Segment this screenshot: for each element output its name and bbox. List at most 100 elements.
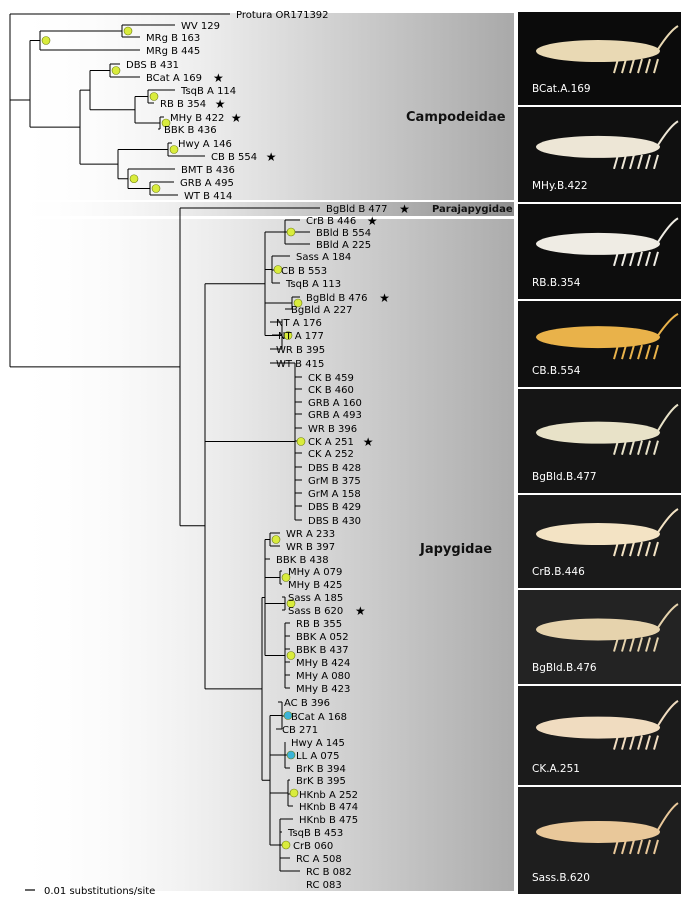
taxon-label: AC B 396 bbox=[284, 698, 330, 709]
support-node-marker bbox=[297, 438, 305, 446]
taxon-label: TsqB B 453 bbox=[287, 828, 343, 839]
taxon-label: RB B 354 bbox=[160, 99, 206, 110]
family-label-japygidae: Japygidae bbox=[419, 542, 492, 557]
taxon-label: BBld A 225 bbox=[316, 240, 371, 251]
taxon-label: BgBld A 227 bbox=[291, 305, 352, 316]
taxon-label: WT B 415 bbox=[276, 359, 324, 370]
taxon-label: RC A 508 bbox=[296, 854, 342, 865]
taxon-label: CB B 554 bbox=[211, 152, 257, 163]
taxon-label: DBS B 431 bbox=[126, 60, 179, 71]
specimen-caption: RB.B.354 bbox=[532, 277, 580, 289]
taxon-label: MHy A 080 bbox=[296, 671, 350, 682]
star-icon: ★ bbox=[213, 71, 224, 85]
taxon-label: TsqB A 114 bbox=[180, 86, 236, 97]
taxon-label: WR B 395 bbox=[276, 345, 325, 356]
specimen-caption: CrB.B.446 bbox=[532, 566, 585, 578]
support-node-marker bbox=[290, 789, 298, 797]
taxon-label: BBK A 052 bbox=[296, 632, 349, 643]
taxon-label: MHy A 079 bbox=[288, 567, 342, 578]
taxon-label: CK A 251 bbox=[308, 437, 354, 448]
specimen-photo: CB.B.554 bbox=[518, 301, 681, 387]
taxon-label: MHy B 422 bbox=[170, 113, 224, 124]
support-node-marker bbox=[282, 841, 290, 849]
specimen-caption: BgBld.B.476 bbox=[532, 662, 597, 674]
taxon-label: BBld B 554 bbox=[316, 228, 371, 239]
taxon-label: GRB A 495 bbox=[180, 178, 234, 189]
scale-bar-label: 0.01 substitutions/site bbox=[44, 886, 155, 895]
support-node-marker bbox=[287, 751, 295, 759]
campodeidae-box bbox=[10, 13, 514, 200]
taxon-label: WT B 414 bbox=[184, 191, 232, 202]
taxon-label: DBS B 430 bbox=[308, 516, 361, 527]
support-node-marker bbox=[287, 228, 295, 236]
taxon-label: WV 129 bbox=[181, 21, 220, 32]
taxon-label: GrM A 158 bbox=[308, 489, 361, 500]
taxon-label: MHy B 423 bbox=[296, 684, 350, 695]
taxon-label: Sass A 184 bbox=[296, 252, 351, 263]
taxon-label: BBK B 438 bbox=[276, 555, 329, 566]
taxon-label: CK B 460 bbox=[308, 385, 354, 396]
specimen-caption: CK.A.251 bbox=[532, 763, 580, 775]
taxon-label: CB B 553 bbox=[281, 266, 327, 277]
support-node-marker bbox=[42, 37, 50, 45]
specimen-caption: BgBld.B.477 bbox=[532, 471, 597, 483]
taxon-label: CB 271 bbox=[282, 725, 318, 736]
taxon-label: MHy B 424 bbox=[296, 658, 350, 669]
taxon-label: Hwy A 145 bbox=[291, 738, 345, 749]
taxon-label: BgBld B 476 bbox=[306, 293, 368, 304]
star-icon: ★ bbox=[399, 202, 410, 216]
support-node-marker bbox=[272, 536, 280, 544]
specimen-caption: Sass.B.620 bbox=[532, 872, 590, 884]
star-icon: ★ bbox=[215, 97, 226, 111]
taxon-label: HKnb B 475 bbox=[299, 815, 358, 826]
specimen-photo: BCat.A.169 bbox=[518, 12, 681, 105]
star-icon: ★ bbox=[367, 214, 378, 228]
star-icon: ★ bbox=[363, 435, 374, 449]
taxon-label: NT A 176 bbox=[276, 318, 322, 329]
taxon-label: RC B 082 bbox=[306, 867, 352, 878]
support-node-marker bbox=[150, 93, 158, 101]
star-icon: ★ bbox=[266, 150, 277, 164]
family-label-campodeidae: Campodeidae bbox=[406, 110, 506, 125]
specimen-caption: CB.B.554 bbox=[532, 365, 580, 377]
taxon-label: LL A 075 bbox=[296, 751, 339, 762]
specimen-photo: Sass.B.620 bbox=[518, 787, 681, 894]
taxon-label: MHy B 425 bbox=[288, 580, 342, 591]
support-node-marker bbox=[287, 652, 295, 660]
support-node-marker bbox=[112, 67, 120, 75]
taxon-label: WR A 233 bbox=[286, 529, 335, 540]
specimen-photo: RB.B.354 bbox=[518, 204, 681, 299]
taxon-label: BrK B 394 bbox=[296, 764, 346, 775]
taxon-label: Hwy A 146 bbox=[178, 139, 232, 150]
taxon-label: BCat A 169 bbox=[146, 73, 202, 84]
taxon-label: BCat A 168 bbox=[291, 712, 347, 723]
taxon-label: BBK B 437 bbox=[296, 645, 349, 656]
taxon-label: CK B 459 bbox=[308, 373, 354, 384]
taxon-label: BrK B 395 bbox=[296, 776, 346, 787]
taxon-label: DBS B 429 bbox=[308, 502, 361, 513]
taxon-label: DBS B 428 bbox=[308, 463, 361, 474]
taxon-label: CrB 060 bbox=[293, 841, 333, 852]
taxon-label: CK A 252 bbox=[308, 449, 354, 460]
taxon-label: HKnb B 474 bbox=[299, 802, 358, 813]
taxon-label: Protura OR171392 bbox=[236, 10, 329, 21]
taxon-label: NT A 177 bbox=[278, 331, 324, 342]
taxon-label: BgBld B 477 bbox=[326, 204, 388, 215]
specimen-photo: CK.A.251 bbox=[518, 686, 681, 785]
taxon-label: CrB B 446 bbox=[306, 216, 356, 227]
specimen-caption: MHy.B.422 bbox=[532, 180, 588, 192]
support-node-marker bbox=[124, 27, 132, 35]
star-icon: ★ bbox=[231, 111, 242, 125]
taxon-label: BMT B 436 bbox=[181, 165, 235, 176]
specimen-photo: CrB.B.446 bbox=[518, 495, 681, 588]
specimen-photo: BgBld.B.476 bbox=[518, 590, 681, 684]
taxon-label: WR B 396 bbox=[308, 424, 357, 435]
taxon-label: TsqB A 113 bbox=[285, 279, 341, 290]
taxon-label: HKnb A 252 bbox=[299, 790, 358, 801]
specimen-caption: BCat.A.169 bbox=[532, 83, 591, 95]
taxon-label: RC 083 bbox=[306, 880, 342, 891]
taxon-label: WR B 397 bbox=[286, 542, 335, 553]
star-icon: ★ bbox=[379, 291, 390, 305]
support-node-marker bbox=[152, 185, 160, 193]
